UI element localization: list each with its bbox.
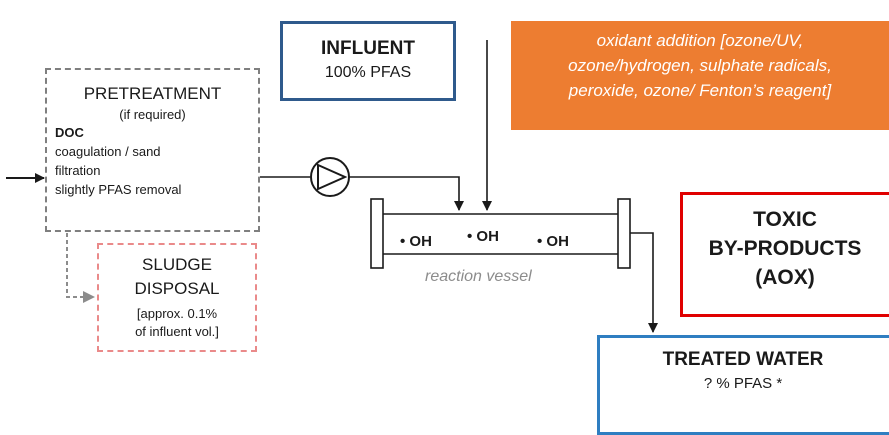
flow-connectors	[6, 40, 658, 333]
pump-to-vessel-line	[349, 176, 464, 211]
reaction-vessel-label: reaction vessel	[425, 268, 532, 285]
pump-icon	[310, 157, 350, 197]
pretreatment-details: DOC coagulation / sand filtration slight…	[47, 123, 258, 199]
sludge-note-line-1: [approx. 0.1%	[136, 306, 218, 321]
toxic-line-3: (AOX)	[755, 266, 815, 289]
hydroxyl-radical-label: • OH	[537, 233, 569, 250]
hydroxyl-radical-label: • OH	[467, 228, 499, 245]
pretreatment-title: PRETREATMENT	[83, 84, 222, 103]
influent-title: INFLUENT	[321, 38, 415, 59]
toxic-line-1: TOXIC	[753, 208, 817, 231]
sludge-note-line-2: of influent vol.]	[135, 324, 219, 339]
hydroxyl-radical-label: • OH	[400, 233, 432, 250]
reaction-vessel-icon	[370, 198, 631, 269]
pretreatment-line-1: coagulation / sand	[55, 144, 161, 159]
vessel-to-treated-line	[630, 232, 658, 333]
pretreatment-line-3: slightly PFAS removal	[55, 182, 182, 197]
treated-water-title: TREATED WATER	[662, 349, 824, 370]
sludge-disposal-box: SLUDGE DISPOSAL [approx. 0.1% of influen…	[97, 243, 257, 352]
influent-box: INFLUENT 100% PFAS	[280, 21, 456, 101]
pretreatment-box: PRETREATMENT (if required) DOC coagulati…	[45, 68, 260, 232]
influent-value: 100% PFAS	[324, 64, 412, 81]
pretreatment-to-sludge-line	[66, 233, 95, 303]
oxidant-line-1: oxidant addition [ozone/UV,	[596, 31, 804, 50]
oxidant-addition-box: oxidant addition [ozone/UV, ozone/hydrog…	[511, 21, 889, 130]
toxic-line-2: BY-PRODUCTS	[708, 237, 862, 260]
oxidant-line-3: peroxide, ozone/ Fenton’s reagent]	[568, 81, 832, 100]
sludge-title-line-2: DISPOSAL	[134, 279, 220, 298]
treated-water-value: ? % PFAS *	[703, 375, 783, 392]
oxidant-line-2: ozone/hydrogen, sulphate radicals,	[568, 56, 832, 75]
pretreatment-line-2: filtration	[55, 163, 101, 178]
treated-water-box: TREATED WATER ? % PFAS *	[597, 335, 889, 435]
pretreatment-subtitle: (if required)	[119, 107, 186, 122]
pretreatment-doc-label: DOC	[55, 125, 84, 140]
sludge-title-line-1: SLUDGE	[142, 255, 212, 274]
toxic-byproducts-box: TOXIC BY-PRODUCTS (AOX)	[680, 192, 889, 317]
